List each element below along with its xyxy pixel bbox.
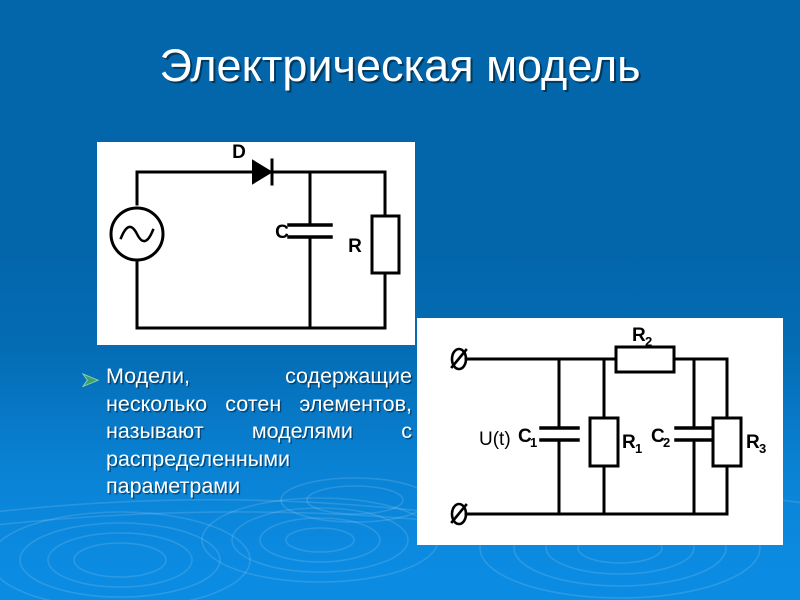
- resistor-R2-icon: [614, 345, 676, 374]
- label-R1: R: [622, 432, 636, 453]
- label-C1-subscript: 1: [530, 435, 537, 450]
- terminal-top-icon: [450, 347, 468, 371]
- label-R3: R: [746, 432, 760, 453]
- rectifier-schematic: D C R: [109, 142, 401, 330]
- terminal-bottom-icon: [450, 502, 468, 526]
- label-resistor-R: R: [348, 236, 362, 257]
- label-source-Ut: U(t): [479, 429, 511, 450]
- label-diode-D: D: [232, 142, 246, 163]
- diode-icon: [252, 159, 273, 185]
- arrow-bullet-icon: [82, 373, 100, 388]
- resistor-R1-icon: [588, 416, 620, 468]
- resistor-R3-icon: [711, 416, 743, 468]
- label-capacitor-C: C: [275, 222, 289, 243]
- ladder-schematic: U(t) C 1 R 1 R 2 C 2 R 3: [450, 325, 766, 526]
- label-R3-subscript: 3: [759, 441, 766, 456]
- sine-wave-icon: [119, 225, 155, 243]
- bullet-paragraph: Модели, содержащие несколько сотен элеме…: [82, 363, 412, 528]
- label-C2: C: [651, 426, 665, 447]
- label-C2-subscript: 2: [663, 435, 670, 450]
- label-C1: C: [518, 426, 532, 447]
- figure-rectifier-circuit: D C R: [97, 142, 415, 345]
- page-title: Электрическая модель: [159, 40, 641, 91]
- figure-ladder-circuit: U(t) C 1 R 1 R 2 C 2 R 3: [417, 318, 783, 545]
- label-R1-subscript: 1: [635, 441, 642, 456]
- bullet-text: Модели, содержащие несколько сотен элеме…: [106, 364, 412, 498]
- label-R2-subscript: 2: [645, 334, 652, 349]
- resistor-icon: [370, 214, 401, 275]
- label-R2: R: [632, 325, 646, 346]
